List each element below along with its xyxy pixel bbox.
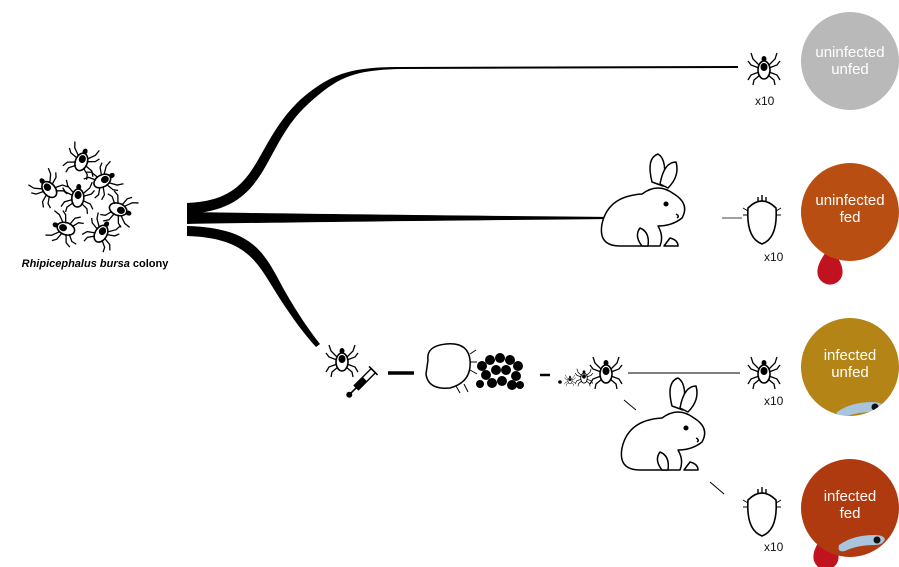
group-line2: fed (839, 209, 861, 226)
egg-mass-icon (476, 353, 524, 390)
tick-icon (747, 356, 781, 390)
rabbit-icon (600, 153, 686, 247)
tick-icon (325, 344, 359, 378)
group-count: x10 (755, 94, 775, 108)
branch-lines (187, 66, 742, 495)
group-line1: uninfected (815, 44, 885, 61)
rabbit-icon (620, 377, 706, 471)
group-count: x10 (764, 540, 784, 554)
group-line1: uninfected (815, 192, 885, 209)
tick-icon (589, 356, 623, 390)
larva-icon (564, 374, 576, 387)
engorged-tick-icon (742, 486, 782, 537)
colony-label: Rhipicephalus bursa colony (6, 258, 184, 270)
parasite-icon (836, 402, 883, 416)
group-count: x10 (764, 394, 784, 408)
tick-colony-icon (25, 139, 141, 256)
group-line2: unfed (831, 364, 869, 381)
engorged-tick-icon (742, 194, 782, 245)
colony-species: Rhipicephalus bursa (21, 258, 130, 270)
tick-icon (747, 52, 781, 86)
group-line2: fed (839, 505, 861, 522)
branch-infected (187, 226, 320, 347)
branch-uninfected-fed (187, 212, 612, 224)
egg-icon (558, 380, 562, 384)
syringe-icon (346, 365, 379, 398)
group-line1: infected (823, 488, 877, 505)
group-line1: infected (823, 347, 877, 364)
group-line2: unfed (831, 61, 869, 78)
parasite-icon (838, 535, 885, 552)
egg-laying-tick-icon (425, 343, 478, 394)
colony-suffix: colony (129, 258, 169, 270)
group-count: x10 (764, 250, 784, 264)
